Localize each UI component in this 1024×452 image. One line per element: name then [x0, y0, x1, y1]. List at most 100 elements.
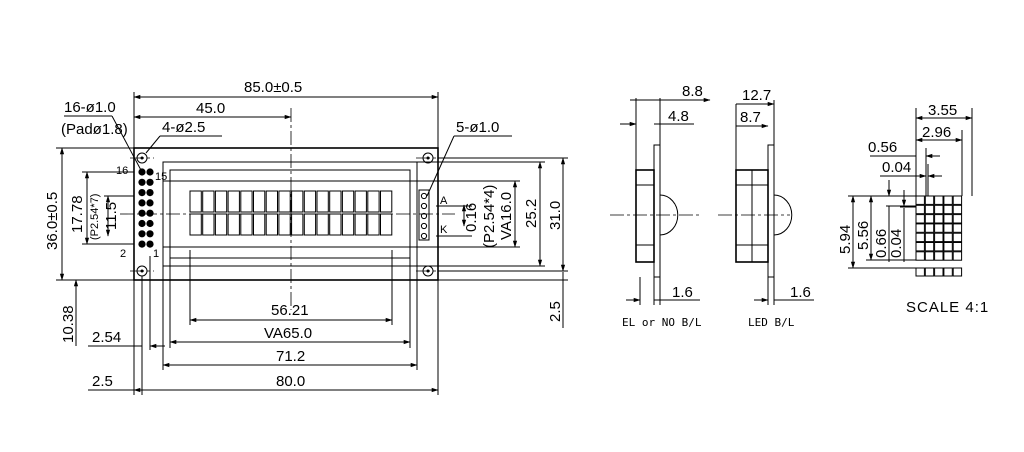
dot-cell — [924, 204, 935, 215]
dot-cell — [943, 242, 953, 252]
connector-pin — [146, 240, 154, 248]
dim-half-width: 45.0 — [196, 100, 225, 117]
dot-cell — [934, 204, 944, 215]
dot-cell — [952, 251, 963, 261]
dim-pcb-width: 80.0 — [276, 373, 305, 390]
cursor-dot-cell — [915, 267, 925, 277]
connector-pin — [146, 199, 154, 207]
character-detail: 3.55 2.96 0.56 0.04 5.94 5.56 0.66 0.04 … — [837, 102, 989, 316]
connector-pin — [146, 189, 154, 197]
dim-pin-offset: 11.5 — [103, 202, 120, 230]
dot-cell — [952, 195, 963, 205]
dot-cell — [934, 251, 944, 261]
dot-cell — [924, 242, 935, 252]
note-mount-holes: 4-ø2.5 — [162, 119, 205, 136]
dim-window-height: 25.2 — [523, 199, 540, 228]
char-cell — [227, 190, 240, 213]
char-cell — [316, 190, 329, 213]
backlight-pin — [420, 232, 428, 240]
note-pin-holes: 16-ø1.0 — [64, 99, 116, 116]
backlight-pin — [420, 202, 428, 210]
dim-bl-gap: 0.16 — [463, 203, 480, 232]
dim-el-thickness: 8.8 — [682, 83, 703, 100]
dot-cell — [915, 232, 925, 243]
char-cell — [202, 190, 215, 213]
cursor-dot-cell — [934, 267, 944, 277]
dot-cell — [924, 223, 935, 233]
char-cell — [253, 213, 266, 236]
connector-pin — [138, 199, 146, 207]
char-cell — [265, 213, 279, 236]
cursor-dot-cell — [924, 267, 935, 277]
dim-char-width: 3.55 — [928, 102, 957, 119]
backlight-pins — [420, 192, 428, 240]
dim-dot-width: 0.56 — [868, 139, 897, 156]
connector-pin — [146, 168, 154, 176]
dim-bl-pitch: (P2.54*4) — [481, 185, 498, 248]
scale-label: SCALE 4:1 — [906, 299, 989, 316]
dot-cell — [915, 204, 925, 215]
char-cell — [303, 213, 317, 236]
dim-pin-pitch-bottom: 2.54 — [92, 329, 121, 346]
dim-left-offset: 2.5 — [92, 373, 113, 390]
connector-pin — [138, 219, 146, 228]
dim-va-width: VA65.0 — [264, 325, 312, 342]
char-cell — [354, 190, 367, 213]
dim-bottom-offset: 10.38 — [60, 305, 77, 343]
dot-cell — [943, 204, 953, 215]
char-cell — [214, 190, 228, 213]
char-cell — [367, 190, 380, 213]
dot-cell — [934, 242, 944, 252]
char-cell — [354, 213, 367, 236]
char-cell — [367, 213, 380, 236]
dot-cell — [915, 251, 925, 261]
dot-cell — [943, 195, 953, 205]
label-anode: A — [440, 195, 448, 207]
char-cell — [303, 190, 317, 213]
char-cell — [240, 190, 253, 213]
dot-cell — [934, 195, 944, 205]
caption-led: LED B/L — [748, 316, 795, 329]
dim-dot-gap: 0.04 — [882, 159, 911, 176]
front-view: 16 15 2 1 A K 85.0±0.5 45.0 16-ø1.0 (Pad… — [44, 79, 568, 395]
pin-label-15: 15 — [155, 171, 167, 183]
dim-led-thickness: 12.7 — [742, 87, 771, 104]
pin-label-2: 2 — [120, 248, 126, 260]
connector-pins — [138, 168, 154, 248]
dim-pin-pitch: (P2.54*7) — [89, 194, 101, 240]
dot-cell — [915, 223, 925, 233]
char-cell — [278, 190, 291, 213]
char-cell — [380, 213, 393, 236]
dot-cell — [943, 223, 953, 233]
char-cell — [380, 190, 393, 213]
dim-overall-height: 36.0±0.5 — [44, 192, 61, 250]
dim-pcb-height: 31.0 — [547, 201, 564, 230]
dot-cell — [952, 223, 963, 233]
dot-cell — [943, 251, 953, 261]
dim-char-height: 5.94 — [837, 225, 854, 254]
dot-cell — [934, 223, 944, 233]
cursor-dot-cell — [952, 267, 963, 277]
char-cell — [341, 190, 355, 213]
char-cell — [240, 213, 253, 236]
dim-led-pin: 1.6 — [790, 284, 811, 301]
char-cell — [329, 190, 342, 213]
dot-cell — [934, 214, 944, 224]
connector-pin — [146, 178, 154, 186]
dot-cell — [915, 242, 925, 252]
dim-overall-width: 85.0±0.5 — [244, 79, 302, 96]
connector-pin — [138, 230, 146, 238]
dim-pin-span: 17.78 — [69, 195, 86, 233]
dot-cell — [952, 214, 963, 224]
dot-cell — [924, 214, 935, 224]
dim-el-pcb: 4.8 — [668, 108, 689, 125]
side-view-el: 8.8 4.8 1.6 EL or NO B/L — [610, 83, 711, 329]
dot-cell — [915, 195, 925, 205]
connector-pin — [138, 209, 146, 217]
char-cell — [291, 213, 304, 236]
dim-dot-gap-v: 0.04 — [888, 229, 905, 258]
connector-pin — [138, 189, 146, 197]
dim-dot-height: 0.66 — [873, 229, 890, 258]
dim-led-pcb: 8.7 — [740, 109, 761, 126]
